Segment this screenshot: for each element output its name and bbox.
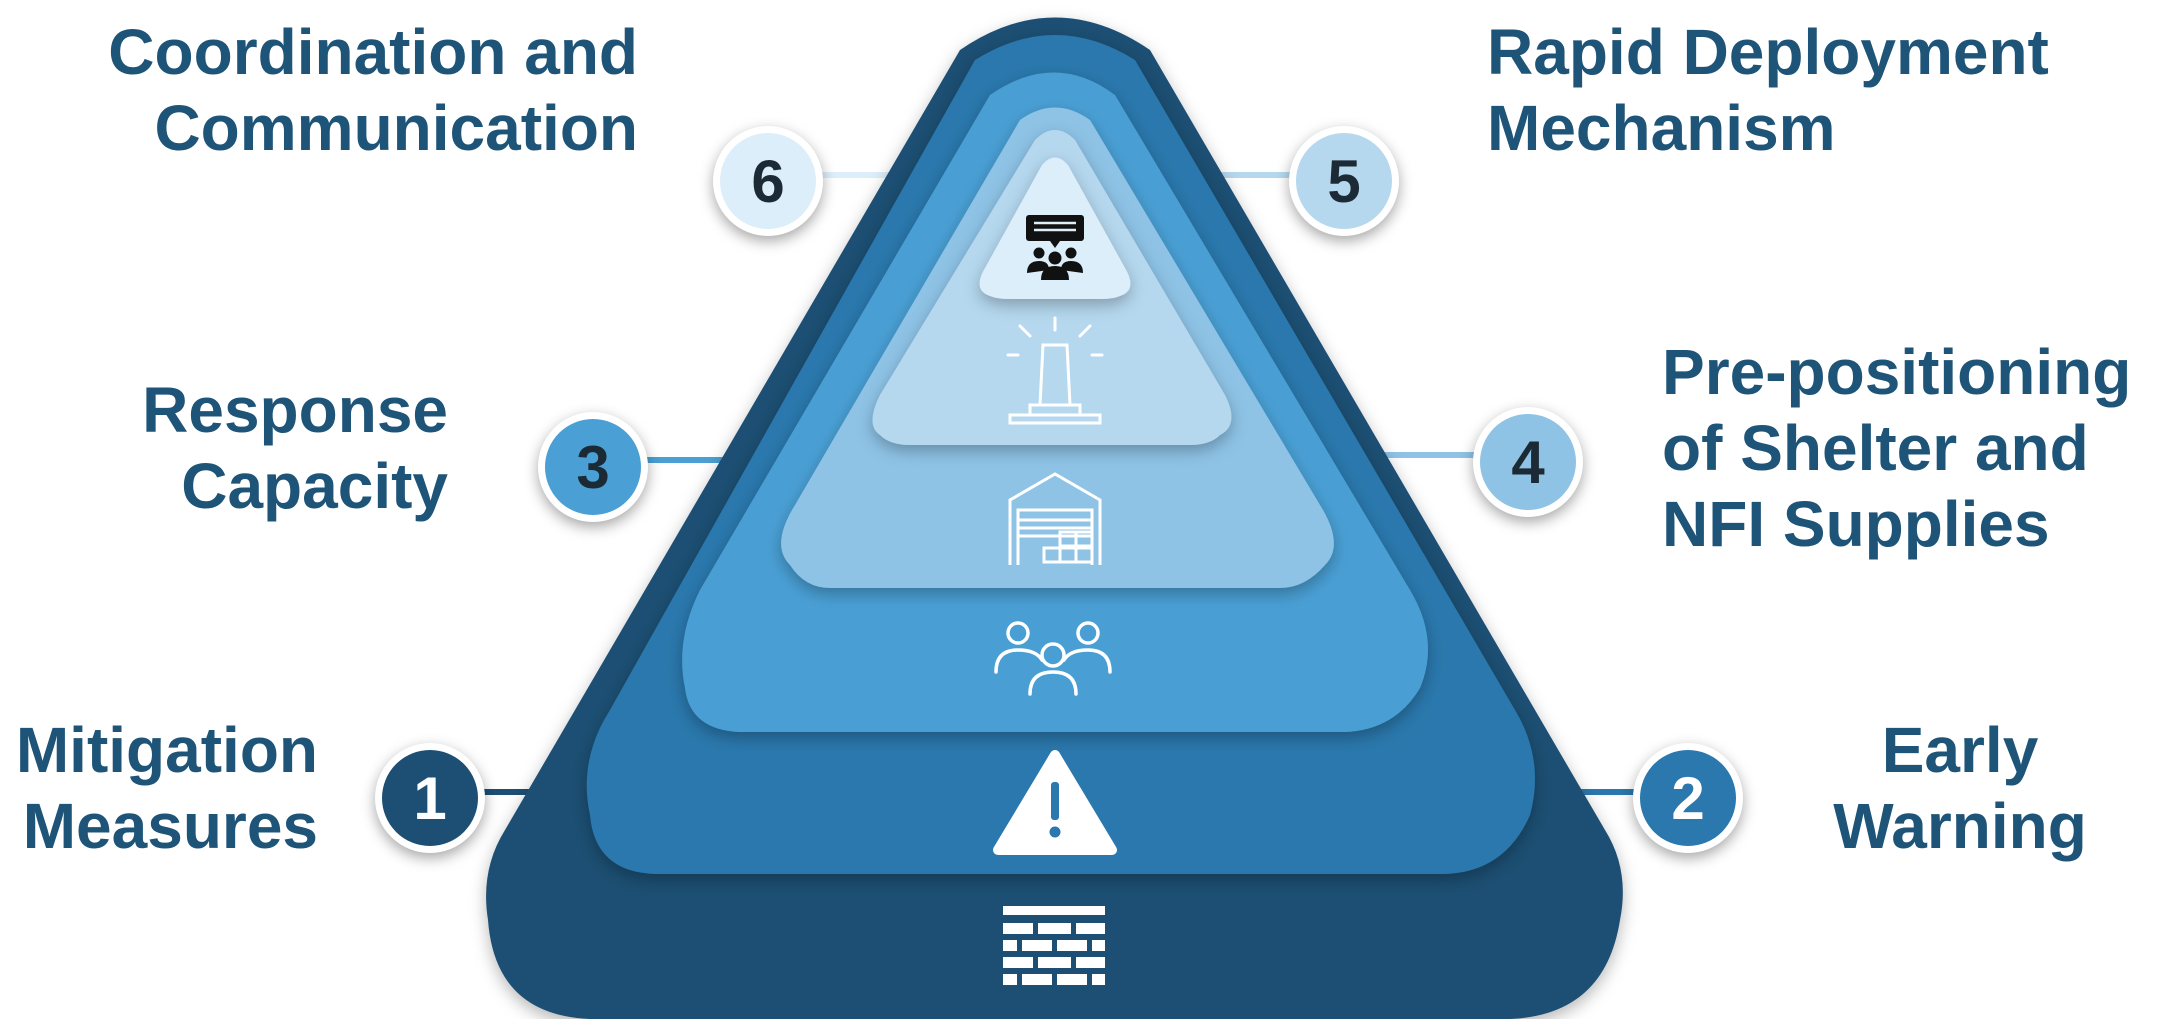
step-label-3: Response Capacity: [0, 372, 448, 524]
step-label-1: Mitigation Measures: [0, 712, 318, 864]
step-label-1-line2: Measures: [22, 790, 318, 862]
step-label-6-line1: Coordination and: [108, 16, 638, 88]
step-label-2: Early Warning: [1820, 712, 2100, 864]
siren-icon: [1006, 316, 1104, 425]
step-label-5: Rapid Deployment Mechanism: [1487, 14, 2147, 166]
warning-triangle-icon: [993, 750, 1117, 855]
step-badge-6: 6: [713, 126, 823, 236]
step-badge-2: 2: [1633, 743, 1743, 853]
people-group-icon: [994, 621, 1112, 696]
step-badge-5: 5: [1289, 126, 1399, 236]
step-label-5-line1: Rapid Deployment: [1487, 16, 2049, 88]
brick-wall-icon: [1003, 906, 1105, 985]
step-label-4-line2: of Shelter and: [1662, 412, 2089, 484]
step-badge-1: 1: [375, 743, 485, 853]
step-label-4: Pre-positioning of Shelter and NFI Suppl…: [1662, 334, 2152, 562]
step-badge-3: 3: [538, 412, 648, 522]
step-label-6-line2: Communication: [154, 92, 638, 164]
meeting-presentation-icon: [1026, 215, 1084, 280]
step-label-6: Coordination and Communication: [0, 14, 638, 166]
warehouse-icon: [1008, 472, 1102, 565]
step-label-2-line1: Early: [1881, 714, 2039, 786]
step-label-1-line1: Mitigation: [15, 714, 318, 786]
step-badge-4: 4: [1473, 407, 1583, 517]
step-label-3-line1: Response: [142, 374, 448, 446]
step-label-2-line2: Warning: [1833, 790, 2087, 862]
step-label-5-line2: Mechanism: [1487, 92, 1836, 164]
step-label-4-line1: Pre-positioning: [1662, 336, 2132, 408]
step-label-4-line3: NFI Supplies: [1662, 488, 2050, 560]
step-label-3-line2: Capacity: [181, 450, 448, 522]
